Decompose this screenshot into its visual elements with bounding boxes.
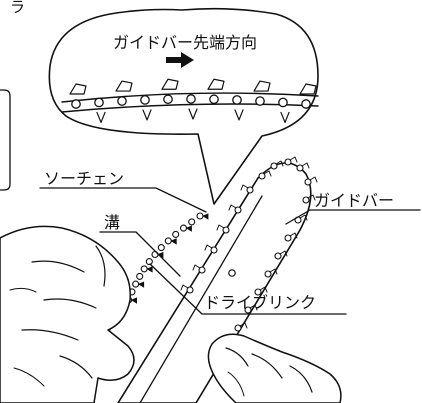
bar-chain-tooth xyxy=(240,184,249,191)
bar-chain-link xyxy=(284,234,292,242)
label-guide-bar: ガイドバー xyxy=(314,191,394,210)
bar-chain-link xyxy=(234,206,242,214)
bar-chain-tooth xyxy=(275,160,284,167)
bar-chain-link xyxy=(264,270,272,278)
hanging-chain-link xyxy=(136,272,144,280)
bar-chain-tooth xyxy=(259,286,268,293)
bar-groove-line xyxy=(139,195,263,403)
right-hand xyxy=(207,333,342,403)
label-drive-link: ドライブリンク xyxy=(204,293,316,312)
drive-link-tang xyxy=(142,109,152,121)
bar-chain-tooth xyxy=(180,284,189,291)
bar-chain-link xyxy=(274,252,282,260)
bar-chain-tooth xyxy=(309,176,318,183)
chain-rivet xyxy=(186,94,196,104)
cutter-tooth xyxy=(115,80,133,92)
chain-rivet xyxy=(163,94,173,105)
hanging-chain-link xyxy=(172,230,180,238)
hanging-chain-link xyxy=(132,280,140,288)
bar-chain-link xyxy=(284,158,292,166)
bar-chain-tooth xyxy=(289,232,298,239)
bar-chain-link xyxy=(304,178,312,186)
bar-chain-tooth xyxy=(269,268,278,275)
top-left-text-fragment: ラ xyxy=(10,0,25,16)
hanging-chain-link xyxy=(140,265,148,273)
chain-top-edge xyxy=(61,92,319,103)
drive-link-tang xyxy=(280,111,290,124)
chain-rivet xyxy=(232,95,242,105)
hanging-chain-link xyxy=(164,237,172,245)
bar-chain-tooth xyxy=(192,264,201,271)
cutter-tooth xyxy=(253,80,271,92)
leader-groove xyxy=(99,231,181,277)
leader-lines xyxy=(39,187,421,315)
hanging-chain-tooth xyxy=(185,225,192,232)
label-saw-chain: ソーチェン xyxy=(44,169,124,188)
hanging-chain-link xyxy=(145,258,153,266)
chain-rivet xyxy=(278,97,288,108)
bar-chain-tooth xyxy=(239,322,248,329)
leader-guide-bar xyxy=(285,209,421,225)
chain-rivet xyxy=(140,95,150,105)
bar-chain-link xyxy=(198,266,206,274)
bar-chain-tooth xyxy=(263,170,272,177)
bar-chain-tooth xyxy=(289,156,298,163)
bar-chain-link xyxy=(222,226,230,234)
bar-chain-link xyxy=(210,246,218,254)
bar-chain-tooth xyxy=(307,194,316,201)
bar-chain-tooth xyxy=(301,162,310,169)
left-hand xyxy=(0,225,135,403)
leader-saw-chain xyxy=(39,187,207,213)
hanging-chain-tooth xyxy=(146,266,153,273)
bar-chain-link xyxy=(244,306,252,314)
hanging-chain-link xyxy=(179,224,188,232)
drive-link-tang xyxy=(96,111,106,124)
bar-chain-link xyxy=(270,162,278,170)
bar-chain-link xyxy=(296,164,304,172)
chain-rivet xyxy=(117,96,127,106)
drive-link-tang xyxy=(234,109,244,121)
cutter-tooth xyxy=(207,78,225,90)
hanging-chain-link xyxy=(196,212,204,220)
chain-rivet xyxy=(255,96,265,106)
callout-bubble: ガイドバー先端方向 xyxy=(48,7,319,205)
cutter-tooth xyxy=(161,78,179,90)
leader-drive-link xyxy=(149,263,347,315)
hanging-chain-tooth xyxy=(137,281,145,288)
bar-chain-link xyxy=(246,186,254,194)
bar-chain-tooth xyxy=(249,304,258,311)
left-edge-box-fragment xyxy=(0,89,11,191)
cutter-tooth xyxy=(299,83,317,95)
hanging-chain-tooth xyxy=(202,213,209,220)
chain-rivet xyxy=(301,99,311,109)
chain-around-bar xyxy=(180,156,318,332)
drive-link-tang xyxy=(188,108,198,120)
cutter-tooth xyxy=(69,83,87,95)
bar-chain-link xyxy=(258,172,266,180)
callout-title: ガイドバー先端方向 xyxy=(113,33,257,52)
hanging-chain-link xyxy=(188,218,196,226)
bar-hole xyxy=(228,269,236,277)
chain-rivet xyxy=(71,99,81,109)
bar-chain-link xyxy=(186,286,194,294)
hanging-chain-link xyxy=(157,244,165,252)
bar-chain-link xyxy=(302,196,310,204)
arrow-right-icon xyxy=(166,52,194,68)
bar-chain-tooth xyxy=(299,214,308,221)
bar-chain-tooth xyxy=(204,244,213,251)
bar-chain-tooth xyxy=(228,204,237,211)
bar-chain-tooth xyxy=(279,250,288,257)
bar-chain-tooth xyxy=(216,224,225,231)
hanging-chain-tooth xyxy=(130,297,137,304)
guide-bar xyxy=(117,156,318,403)
chain-rivet xyxy=(209,94,219,105)
magnified-chain xyxy=(61,78,319,124)
bar-chain-link xyxy=(234,324,242,332)
chain-rivet xyxy=(94,97,104,108)
hanging-chain-tooth xyxy=(170,238,177,245)
label-groove: 溝 xyxy=(104,213,120,232)
bar-chain-link xyxy=(254,288,262,296)
